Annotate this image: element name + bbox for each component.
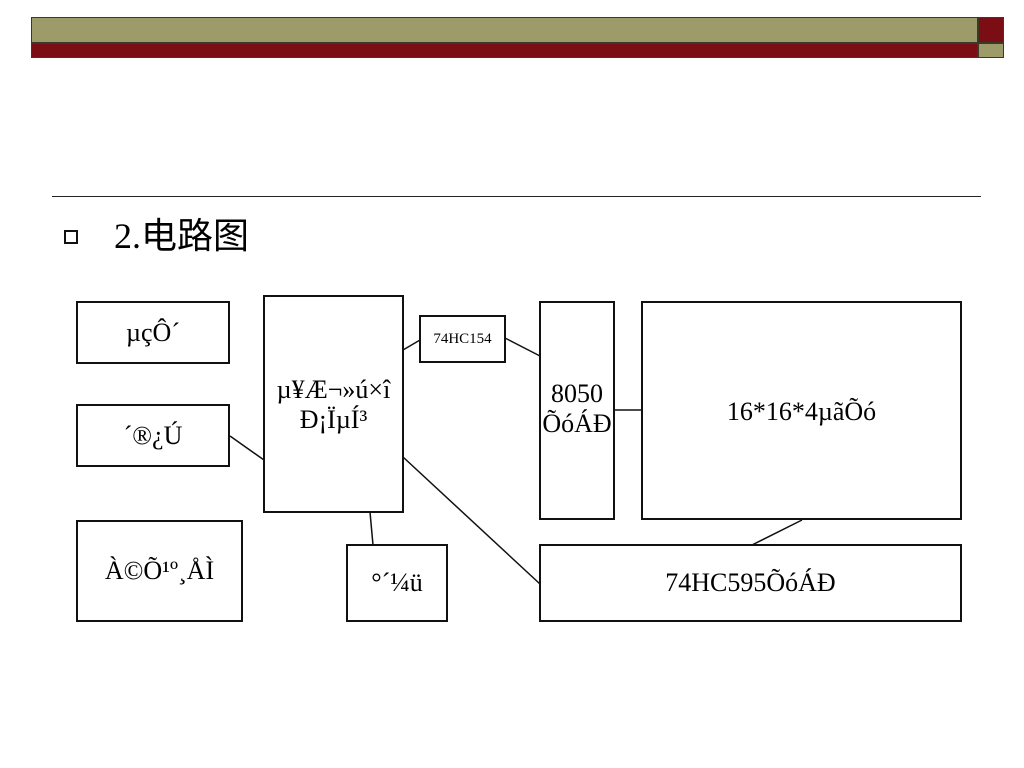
shift-register-box: 74HC595ÕóÁÐ (539, 544, 962, 622)
title-rule (52, 196, 981, 197)
connector-mcu-keyboard (369, 511, 374, 546)
corner-block-olive (978, 43, 1004, 58)
serial-port-box: ´®¿Ú (76, 404, 230, 467)
corner-block-maroon (978, 17, 1004, 43)
connector-mcu-decoder (402, 339, 421, 351)
power-box: µçÔ´ (76, 301, 230, 364)
expansion-label: À©Õ¹º¸ÅÌ (104, 556, 215, 585)
connector-decoder-driver (504, 337, 541, 357)
section-heading: 2.电路图 (114, 216, 250, 256)
serial-port-label: ´®¿Ú (123, 420, 183, 450)
decoder-label: 74HC154 (433, 331, 492, 347)
driver-label-line1: 8050 (551, 379, 603, 408)
mcu-label-line1: µ¥Æ¬»ú×î (276, 375, 391, 404)
title-band-maroon (31, 43, 978, 58)
hollow-square-bullet-icon (64, 230, 78, 244)
connector-serial-mcu (229, 435, 265, 461)
power-label: µçÔ´ (126, 317, 180, 347)
expansion-box: À©Õ¹º¸ÅÌ (76, 520, 243, 622)
decoder-box: 74HC154 (419, 315, 506, 363)
keyboard-box: °´¼ü (346, 544, 448, 622)
title-band-olive (31, 17, 978, 43)
led-matrix-label: 16*16*4µãÕó (726, 397, 877, 426)
connector-matrix-shift (751, 519, 803, 546)
led-matrix-box: 16*16*4µãÕó (641, 301, 962, 520)
keyboard-label: °´¼ü (371, 568, 423, 597)
driver-box: 8050 ÕóÁÐ (539, 301, 615, 520)
shift-register-label: 74HC595ÕóÁÐ (665, 568, 836, 597)
driver-label-line2: ÕóÁÐ (542, 409, 612, 438)
mcu-box: µ¥Æ¬»ú×î Ð¡ÏµÍ³ (263, 295, 404, 513)
mcu-label-line2: Ð¡ÏµÍ³ (299, 405, 368, 434)
